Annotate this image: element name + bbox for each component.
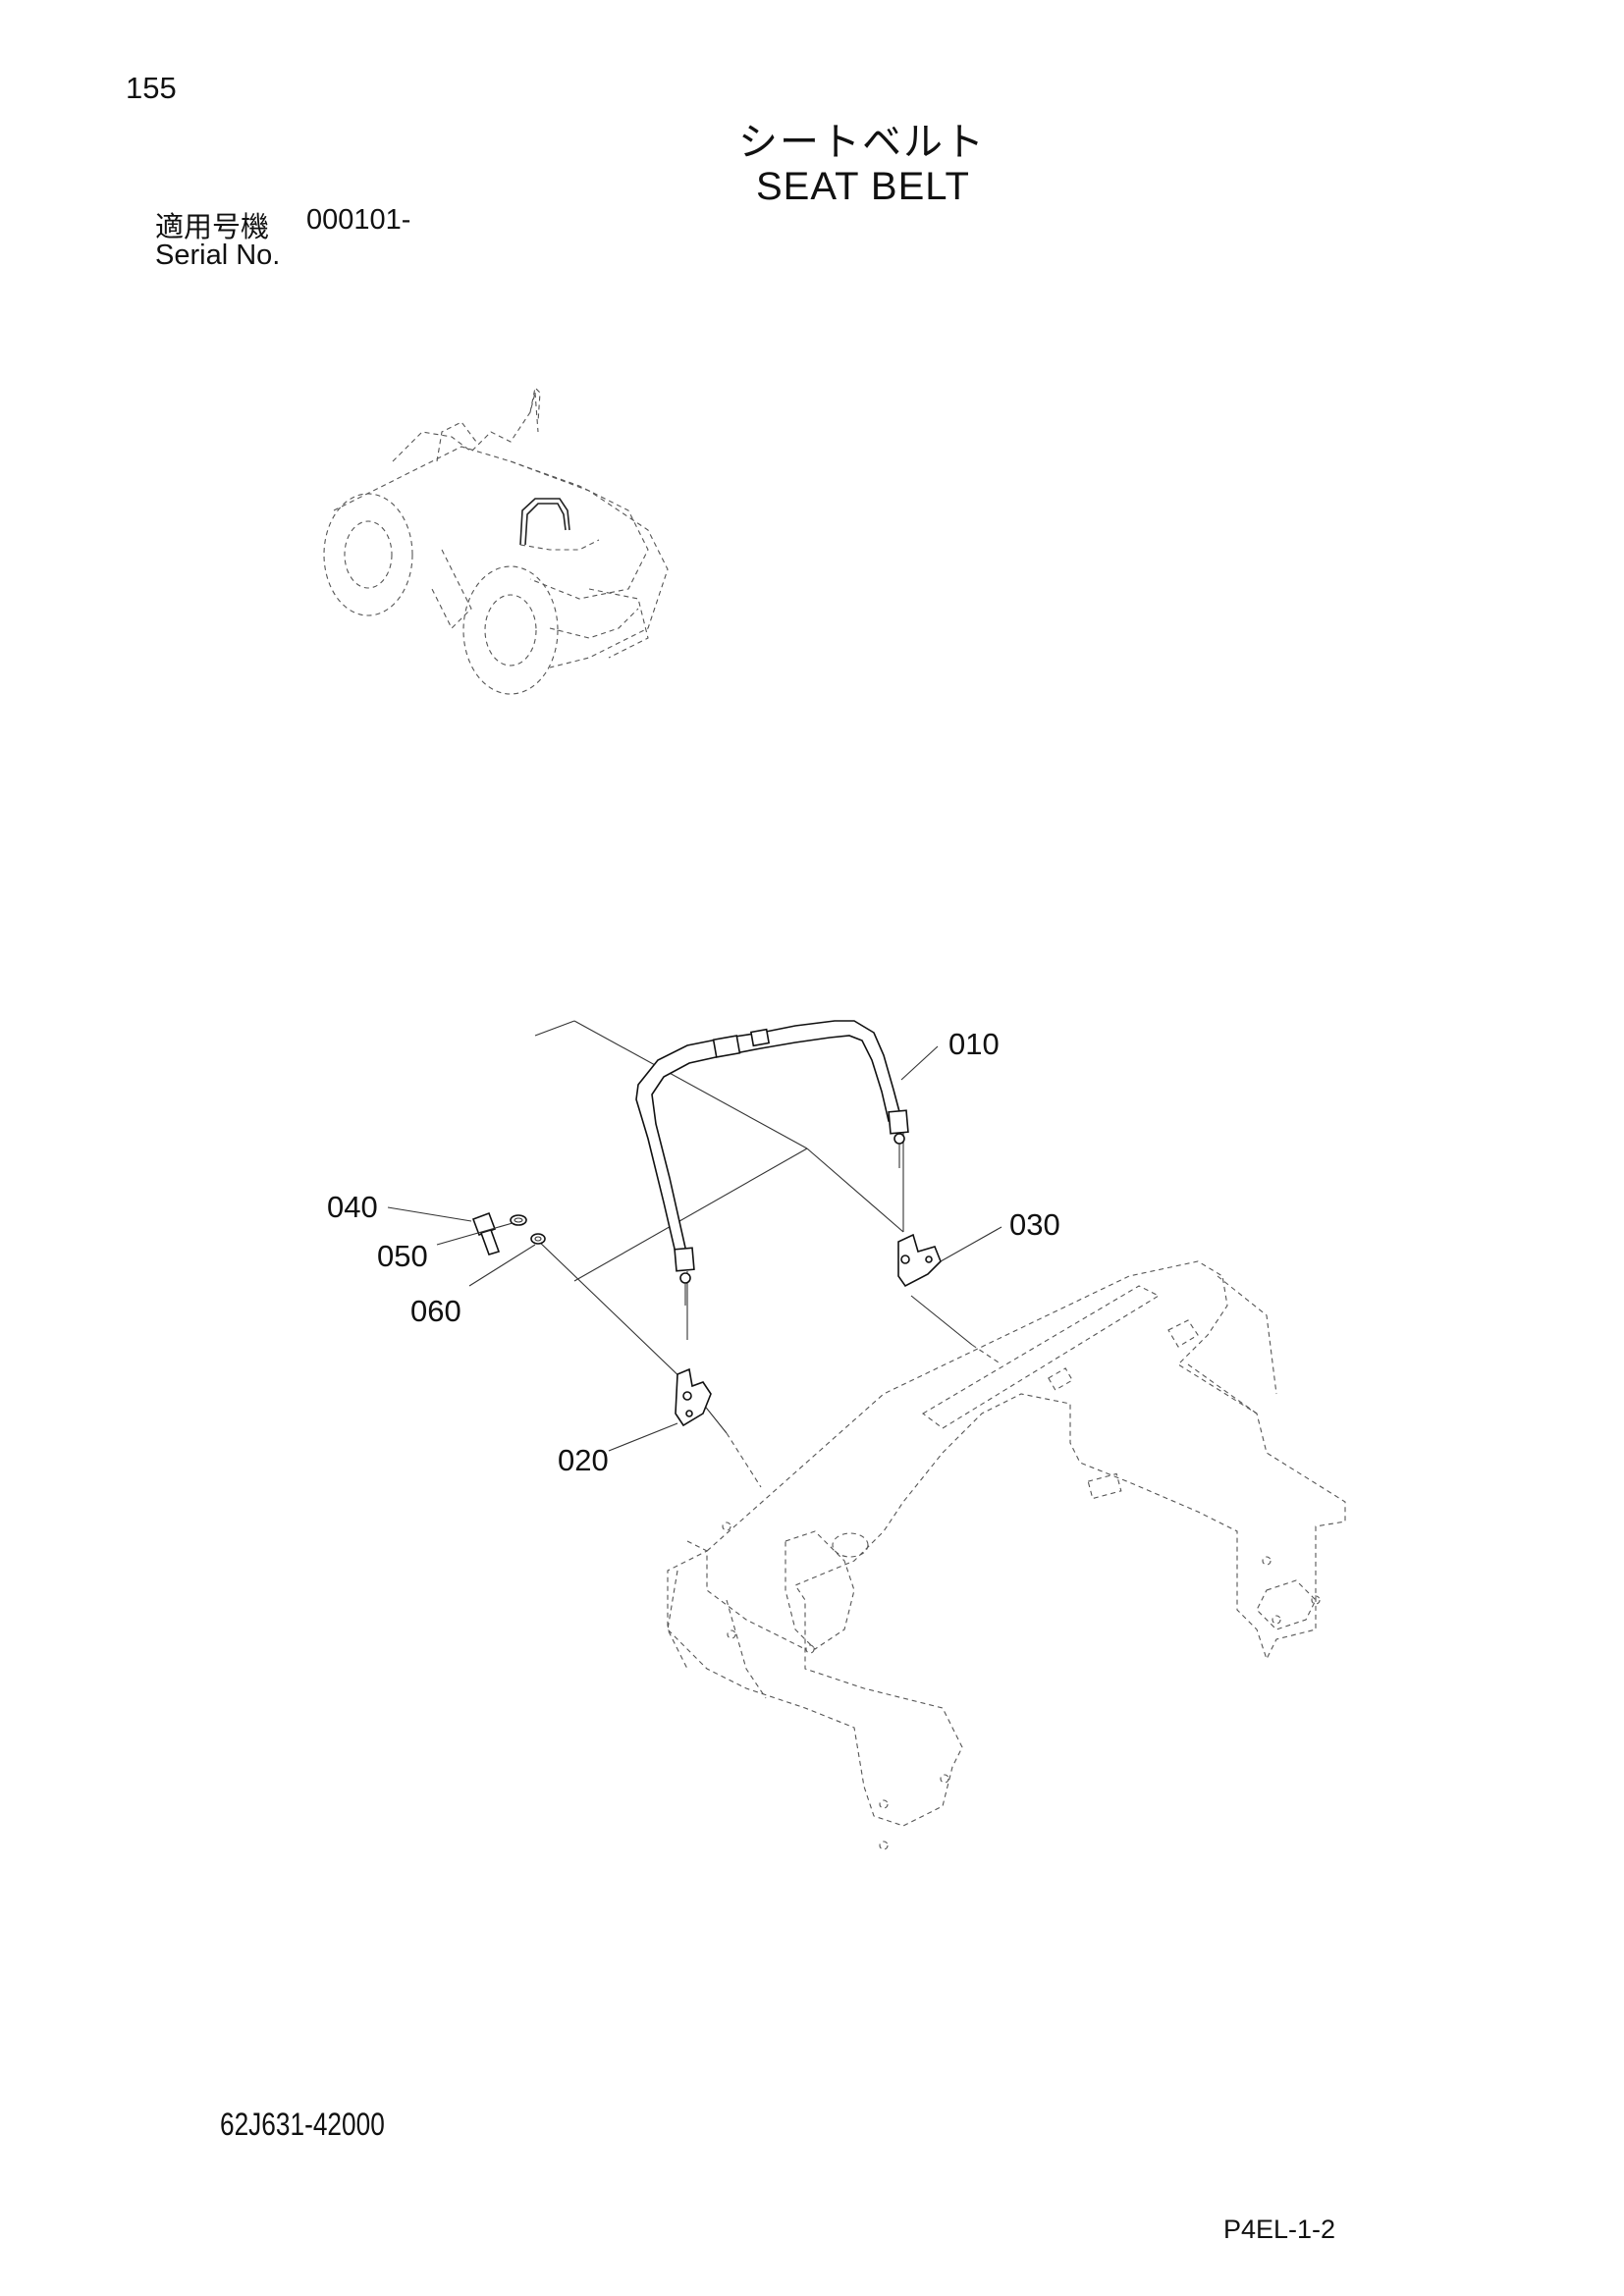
- callout-060: 060: [410, 1294, 461, 1328]
- page-number: 155: [126, 71, 177, 105]
- serial-value: 000101-: [306, 204, 411, 236]
- page-title: SEAT BELT: [756, 165, 970, 208]
- callout-040: 040: [327, 1190, 378, 1224]
- drawing-number: 62J631-42000: [220, 2107, 385, 2142]
- callout-030: 030: [1009, 1207, 1060, 1242]
- callout-020: 020: [558, 1443, 609, 1477]
- serial-label-japanese: 適用号機: [155, 210, 270, 243]
- machine-locator-view: [323, 386, 669, 695]
- page-code: P4EL-1-2: [1223, 2215, 1336, 2244]
- bracket-part-020: [675, 1367, 712, 1427]
- seat-belt-part-010: [635, 1020, 909, 1306]
- washer-part-060: [530, 1233, 546, 1245]
- bolt-part-040: [471, 1211, 501, 1255]
- bracket-part-030: [897, 1233, 942, 1288]
- callout-050: 050: [377, 1239, 428, 1273]
- serial-label: Serial No.: [155, 240, 281, 271]
- callout-010: 010: [948, 1027, 1000, 1061]
- seat-frame-base: [667, 1260, 1346, 1850]
- callout-leaders: [387, 1045, 1002, 1452]
- page-title-japanese: シートベルト: [738, 120, 986, 165]
- washer-part-050: [510, 1214, 527, 1226]
